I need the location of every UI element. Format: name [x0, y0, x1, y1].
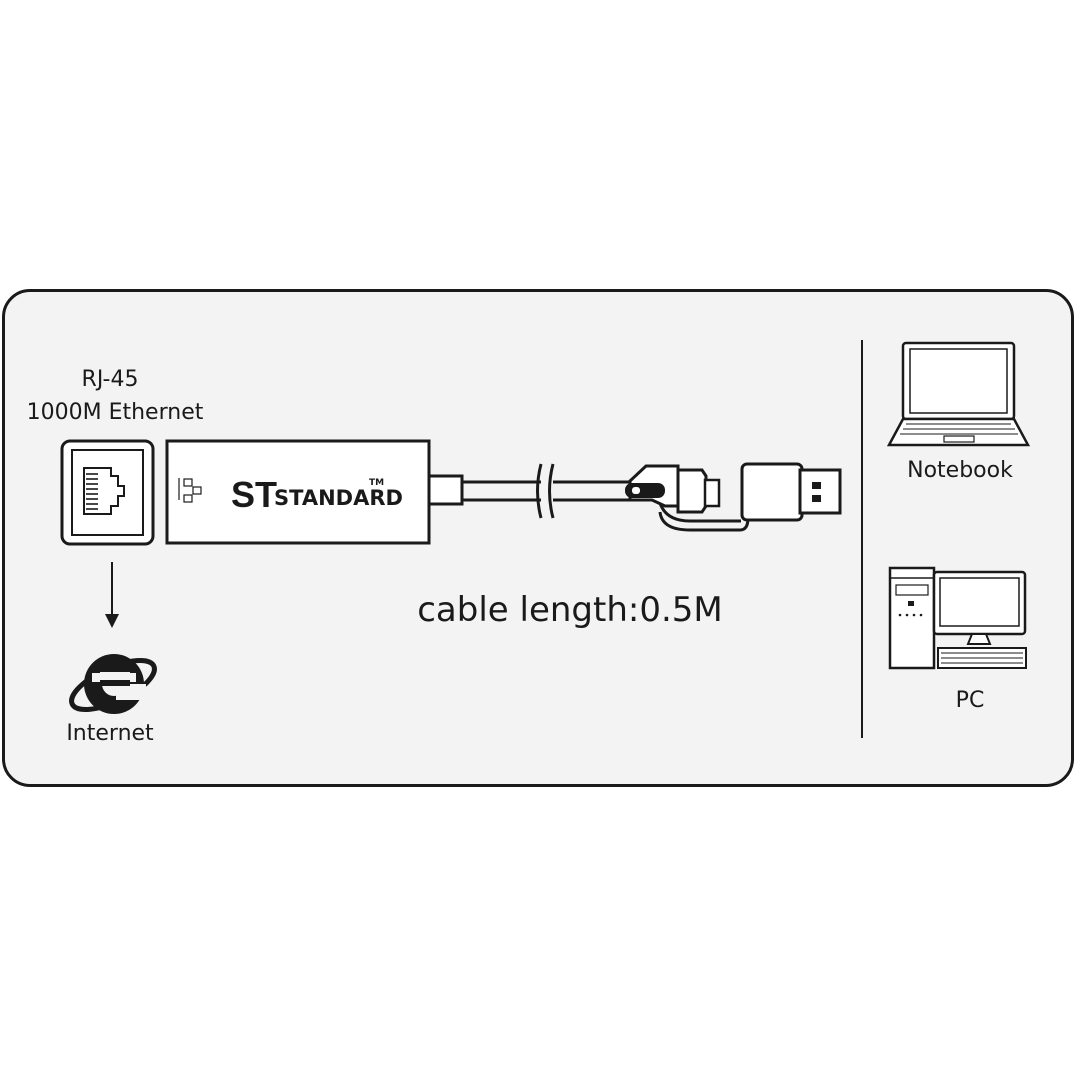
- y-splitter-connector: [625, 464, 750, 532]
- trademark-mark: TM: [369, 478, 384, 488]
- brand-name: STANDARD: [274, 486, 403, 510]
- ethernet-adapter-body: ST STANDARD TM: [165, 439, 431, 545]
- notebook-label: Notebook: [907, 458, 1013, 483]
- rj45-subtitle: 1000M Ethernet: [26, 400, 204, 425]
- arrow-down-icon: [105, 562, 119, 628]
- brand-mark: ST: [231, 474, 277, 515]
- pc-label: PC: [955, 688, 985, 713]
- network-icon: [178, 478, 202, 503]
- internet-label: Internet: [66, 721, 154, 746]
- rj45-title: RJ-45: [81, 367, 139, 392]
- adapter-neck: [427, 474, 464, 506]
- cable-length-label: cable length:0.5M: [417, 590, 723, 630]
- cable: [462, 463, 630, 519]
- rj45-port-icon: [60, 439, 155, 546]
- internet-explorer-icon: [69, 654, 157, 714]
- laptop-icon: [886, 341, 1031, 447]
- desktop-pc-icon: [888, 566, 1027, 670]
- usb-a-connector: [740, 462, 842, 522]
